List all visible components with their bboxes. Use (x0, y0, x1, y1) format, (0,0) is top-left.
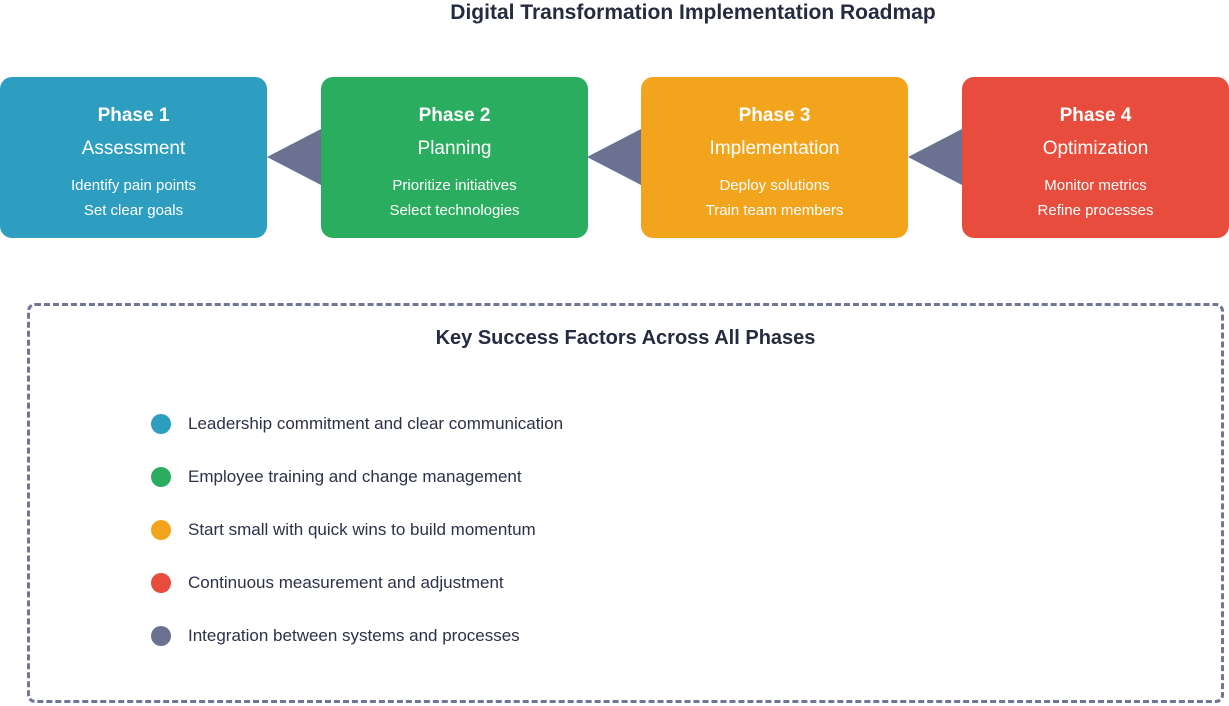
phase-name: Planning (417, 138, 492, 159)
bullet-dot-icon (151, 414, 171, 434)
bullet-dot-icon (151, 520, 171, 540)
list-item: Continuous measurement and adjustment (151, 573, 1221, 593)
phase-detail: Train team members (705, 202, 844, 219)
success-factors-list: Leadership commitment and clear communic… (151, 414, 1221, 646)
phase-label: Phase 4 (1059, 105, 1132, 126)
list-item-text: Continuous measurement and adjustment (188, 573, 504, 592)
diagram-title: Digital Transformation Implementation Ro… (450, 1, 936, 24)
phase-detail: Prioritize initiatives (392, 177, 517, 194)
arrow-left-icon (908, 129, 962, 185)
phase-label: Phase 1 (97, 105, 170, 126)
phase-detail: Select technologies (389, 202, 520, 219)
list-item: Start small with quick wins to build mom… (151, 520, 1221, 540)
list-item: Leadership commitment and clear communic… (151, 414, 1221, 434)
phase-label: Phase 3 (738, 105, 811, 126)
phase-detail: Set clear goals (83, 202, 184, 219)
phase-name: Assessment (81, 138, 186, 159)
success-factors-title: Key Success Factors Across All Phases (435, 327, 816, 349)
list-item-text: Leadership commitment and clear communic… (188, 414, 564, 433)
bullet-dot-icon (151, 573, 171, 593)
phase-name: Implementation (709, 138, 840, 159)
phase-label: Phase 2 (418, 105, 491, 126)
arrow-left-icon (587, 129, 641, 185)
bullet-dot-icon (151, 626, 171, 646)
phase-detail: Monitor metrics (1044, 177, 1147, 194)
phase-detail: Identify pain points (70, 177, 197, 194)
list-item-text: Integration between systems and processe… (188, 626, 520, 645)
phase-name: Optimization (1042, 138, 1149, 159)
phase-detail: Deploy solutions (719, 177, 830, 194)
list-item-text: Employee training and change management (188, 467, 522, 486)
list-item: Integration between systems and processe… (151, 626, 1221, 646)
phase-card-2: Phase 2 Planning Prioritize initiatives … (321, 77, 588, 238)
success-factors-panel: Key Success Factors Across All Phases Le… (27, 303, 1224, 703)
bullet-dot-icon (151, 467, 171, 487)
phase-card-1: Phase 1 Assessment Identify pain points … (0, 77, 267, 238)
phase-card-4: Phase 4 Optimization Monitor metrics Ref… (962, 77, 1229, 238)
list-item-text: Start small with quick wins to build mom… (188, 520, 536, 539)
arrow-left-icon (267, 129, 321, 185)
phase-card-3: Phase 3 Implementation Deploy solutions … (641, 77, 908, 238)
list-item: Employee training and change management (151, 467, 1221, 487)
phase-detail: Refine processes (1037, 202, 1154, 219)
